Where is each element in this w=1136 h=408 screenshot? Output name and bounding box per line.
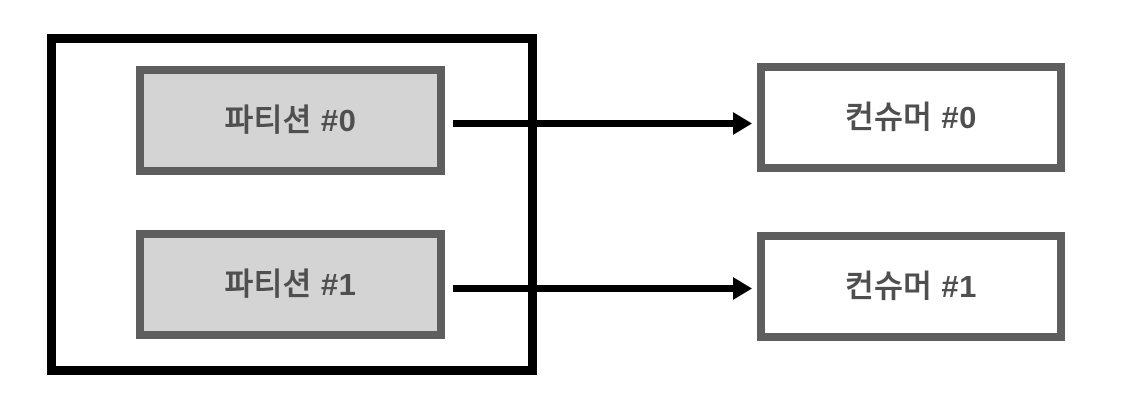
consumer-box-0[interactable]: 컨슈머 #0 — [757, 63, 1065, 172]
topic-container — [47, 34, 537, 375]
partition-box-1[interactable]: 파티션 #1 — [136, 230, 445, 339]
partition-label-1: 파티션 #1 — [224, 267, 357, 302]
consumer-label-0: 컨슈머 #0 — [845, 100, 977, 135]
consumer-box-1[interactable]: 컨슈머 #1 — [757, 232, 1065, 341]
partition-box-0[interactable]: 파티션 #0 — [136, 66, 445, 175]
partition-label-0: 파티션 #0 — [224, 103, 357, 138]
arrow-head-1 — [733, 277, 752, 300]
consumer-label-1: 컨슈머 #1 — [845, 269, 977, 304]
arrow-head-0 — [733, 112, 752, 135]
